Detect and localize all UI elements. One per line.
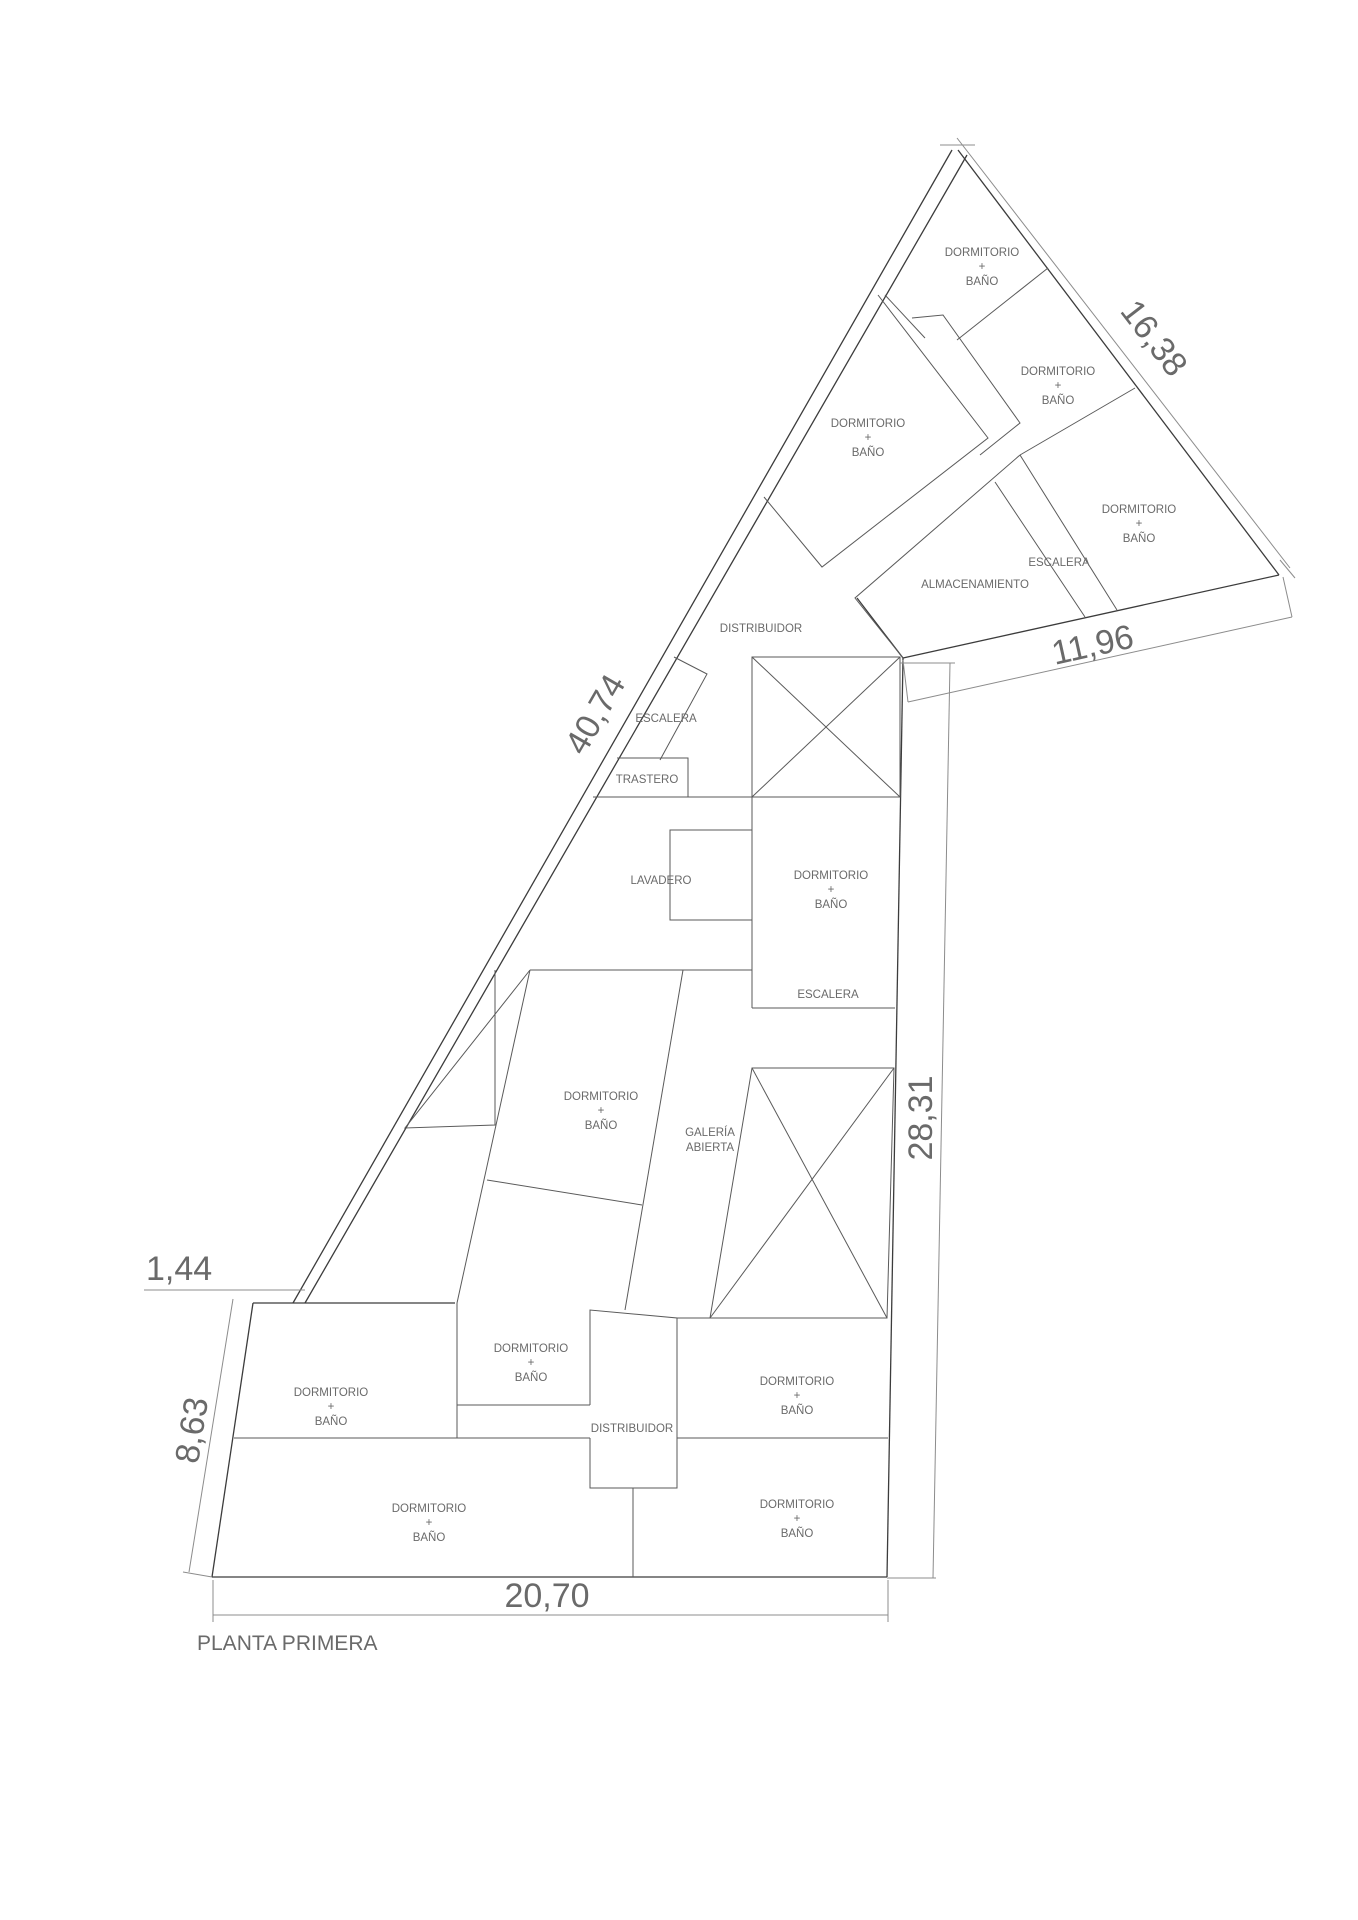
plan-title: PLANTA PRIMERA [197,1632,378,1655]
svg-text:DORMITORIO: DORMITORIO [1021,366,1096,378]
dimension-label-bottom: 20,70 [504,1577,589,1615]
room-lower-right-bottom: DORMITORIO + BAÑO [760,1499,835,1540]
svg-text:ABIERTA: ABIERTA [686,1142,734,1154]
svg-text:BAÑO: BAÑO [413,1531,446,1544]
lower-partitions [234,1303,888,1577]
svg-text:+: + [794,1513,801,1525]
svg-text:DORMITORIO: DORMITORIO [494,1343,569,1355]
dimension-label-diagonal: 40,74 [558,668,633,761]
dimension-label-left-offset: 1,44 [146,1250,212,1288]
room-lower-centre: DORMITORIO + BAÑO [494,1343,569,1384]
room-upper-right-2: DORMITORIO + BAÑO [1021,366,1096,407]
svg-text:+: + [598,1105,605,1117]
dimension-label-right: 28,31 [902,1075,940,1160]
svg-text:BAÑO: BAÑO [966,275,999,288]
room-lavadero: LAVADERO [631,875,692,887]
svg-text:DORMITORIO: DORMITORIO [945,247,1020,259]
svg-text:+: + [426,1517,433,1529]
room-trastero: TRASTERO [616,774,679,786]
svg-text:BAÑO: BAÑO [781,1404,814,1417]
svg-text:+: + [794,1390,801,1402]
svg-text:DORMITORIO: DORMITORIO [564,1091,639,1103]
svg-text:BAÑO: BAÑO [815,898,848,911]
room-almacenamiento: ALMACENAMIENTO [921,579,1029,591]
svg-text:+: + [1136,518,1143,530]
svg-text:GALERÍA: GALERÍA [685,1126,735,1139]
dimension-lines [144,137,1296,1622]
svg-text:+: + [1055,380,1062,392]
room-upper-right-3: DORMITORIO + BAÑO [1102,504,1177,545]
svg-text:DORMITORIO: DORMITORIO [1102,504,1177,516]
room-middle-left: DORMITORIO + BAÑO [564,1091,639,1132]
svg-text:+: + [865,432,872,444]
dimension-label-left: 8,63 [168,1395,216,1466]
room-escalera-top: ESCALERA [1028,557,1090,569]
middle-partitions [403,796,898,1319]
svg-text:DORMITORIO: DORMITORIO [760,1376,835,1388]
upper-wing-partitions [593,267,1136,798]
svg-text:DORMITORIO: DORMITORIO [760,1499,835,1511]
svg-text:DORMITORIO: DORMITORIO [392,1503,467,1515]
room-lower-left-top: DORMITORIO + BAÑO [294,1387,369,1428]
svg-text:DORMITORIO: DORMITORIO [831,418,906,430]
room-upper-top: DORMITORIO + BAÑO [945,247,1020,288]
svg-text:BAÑO: BAÑO [1123,532,1156,545]
svg-text:+: + [528,1357,535,1369]
room-lower-left-bottom: DORMITORIO + BAÑO [392,1503,467,1544]
svg-text:BAÑO: BAÑO [515,1371,548,1384]
room-distribuidor-top: DISTRIBUIDOR [720,623,802,635]
room-upper-left: DORMITORIO + BAÑO [831,418,906,459]
building-outline [211,149,1280,1578]
room-escalera-left: ESCALERA [635,713,697,725]
svg-text:BAÑO: BAÑO [1042,394,1075,407]
svg-text:DORMITORIO: DORMITORIO [294,1387,369,1399]
room-escalera-mid: ESCALERA [797,989,859,1001]
svg-text:BAÑO: BAÑO [852,446,885,459]
room-distribuidor-bottom: DISTRIBUIDOR [591,1423,673,1435]
svg-text:BAÑO: BAÑO [781,1527,814,1540]
dimension-label-top-right: 16,38 [1113,293,1195,384]
room-lower-right-top: DORMITORIO + BAÑO [760,1376,835,1417]
dimension-label-upper-right-bottom: 11,96 [1048,618,1137,673]
room-middle-right: DORMITORIO + BAÑO [794,870,869,911]
svg-text:BAÑO: BAÑO [315,1415,348,1428]
svg-text:+: + [328,1401,335,1413]
svg-text:+: + [828,884,835,896]
room-galeria-abierta: GALERÍA ABIERTA [685,1126,735,1154]
svg-text:+: + [979,261,986,273]
svg-text:DORMITORIO: DORMITORIO [794,870,869,882]
svg-text:BAÑO: BAÑO [585,1119,618,1132]
